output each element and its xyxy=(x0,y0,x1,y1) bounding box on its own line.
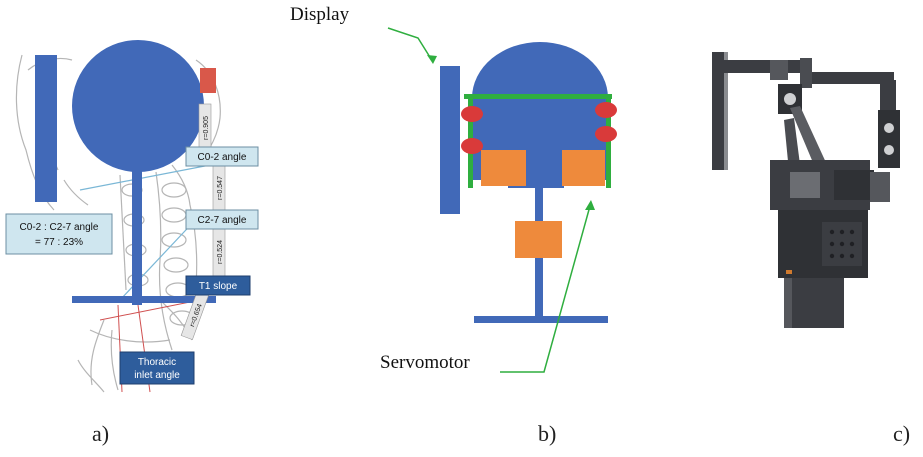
bearing xyxy=(782,91,798,107)
r-value-tag: r=0.547 xyxy=(212,163,226,213)
mech-servo-body xyxy=(870,172,890,202)
svg-text:Thoracic: Thoracic xyxy=(138,357,176,368)
bearing xyxy=(882,121,896,135)
panel-b-caption: b) xyxy=(538,421,556,446)
servomotor-callout-label: Servomotor xyxy=(380,352,470,373)
mech-base-motor-edge xyxy=(784,278,792,328)
mech-top-frame xyxy=(720,60,804,73)
r-value-tag: r=0.905 xyxy=(198,103,212,153)
display-panel xyxy=(440,66,460,214)
svg-text:C2-7 angle: C2-7 angle xyxy=(198,215,247,226)
mech-servo-body xyxy=(834,170,874,200)
r-value-text: r=0.905 xyxy=(203,116,210,140)
orange-servomotor xyxy=(515,221,562,258)
label-c02-angle: C0-2 angle xyxy=(185,146,259,167)
red-servo-marker xyxy=(595,126,617,142)
label-ratio: C0-2 : C2-7 angle = 77 : 23% xyxy=(5,213,113,255)
red-servo-marker xyxy=(595,102,617,118)
mech-back-plate xyxy=(712,52,726,170)
red-servo-marker xyxy=(461,138,483,154)
head-dome xyxy=(472,42,608,98)
label-c27-angle: C2-7 angle xyxy=(185,209,259,230)
head-circle xyxy=(72,40,204,172)
measurement-line xyxy=(99,299,201,321)
label-thoracic-inlet-angle: Thoracic inlet angle xyxy=(119,351,195,385)
r-value-tag: r=0.524 xyxy=(212,227,226,277)
mech-right-bracket xyxy=(878,110,900,168)
orange-servomotor xyxy=(481,150,526,186)
mech-back-plate-edge xyxy=(724,52,728,170)
svg-text:C0-2 angle: C0-2 angle xyxy=(198,152,247,163)
svg-text:= 77 : 23%: = 77 : 23% xyxy=(35,237,83,248)
red-marker xyxy=(200,68,216,93)
panel-a-caption: a) xyxy=(92,421,109,446)
display-callout-arrowhead xyxy=(427,55,437,64)
panel-c: c) xyxy=(712,52,910,446)
neck-rod xyxy=(132,170,142,305)
base-bar xyxy=(474,316,608,323)
mech-right-bracket xyxy=(880,80,896,110)
svg-text:T1 slope: T1 slope xyxy=(199,281,238,292)
mech-base-motor xyxy=(784,278,844,328)
display-bar xyxy=(35,55,57,202)
mech-top-frame xyxy=(800,58,812,88)
mech-top-frame xyxy=(770,60,788,80)
panel-b: Display Servomotor b) xyxy=(290,4,617,446)
r-value-text: r=0.524 xyxy=(217,240,224,264)
mech-accent xyxy=(786,270,792,274)
bearing xyxy=(882,143,896,157)
green-frame-top xyxy=(464,94,612,99)
measurement-line xyxy=(79,164,211,191)
red-servo-marker xyxy=(461,106,483,122)
label-t1-slope: T1 slope xyxy=(185,275,251,296)
mech-servo-horn xyxy=(790,172,820,198)
servomotor-callout-arrowhead xyxy=(585,200,595,210)
r-value-text: r=0.547 xyxy=(217,176,224,200)
base-bar xyxy=(72,296,216,303)
panel-a: r=0.905 r=0.547 r=0.524 r=0.654 C0-2 : C… xyxy=(5,40,259,446)
display-callout-label: Display xyxy=(290,4,350,25)
panel-c-caption: c) xyxy=(893,421,910,446)
svg-text:inlet angle: inlet angle xyxy=(134,370,180,381)
svg-text:C0-2 : C2-7 angle: C0-2 : C2-7 angle xyxy=(20,222,99,233)
mech-top-frame xyxy=(810,72,894,84)
display-callout-leader xyxy=(387,27,434,63)
mech-vent-holes xyxy=(829,229,855,259)
servomotor-callout-leader xyxy=(500,205,591,373)
orange-servomotor xyxy=(562,150,605,186)
